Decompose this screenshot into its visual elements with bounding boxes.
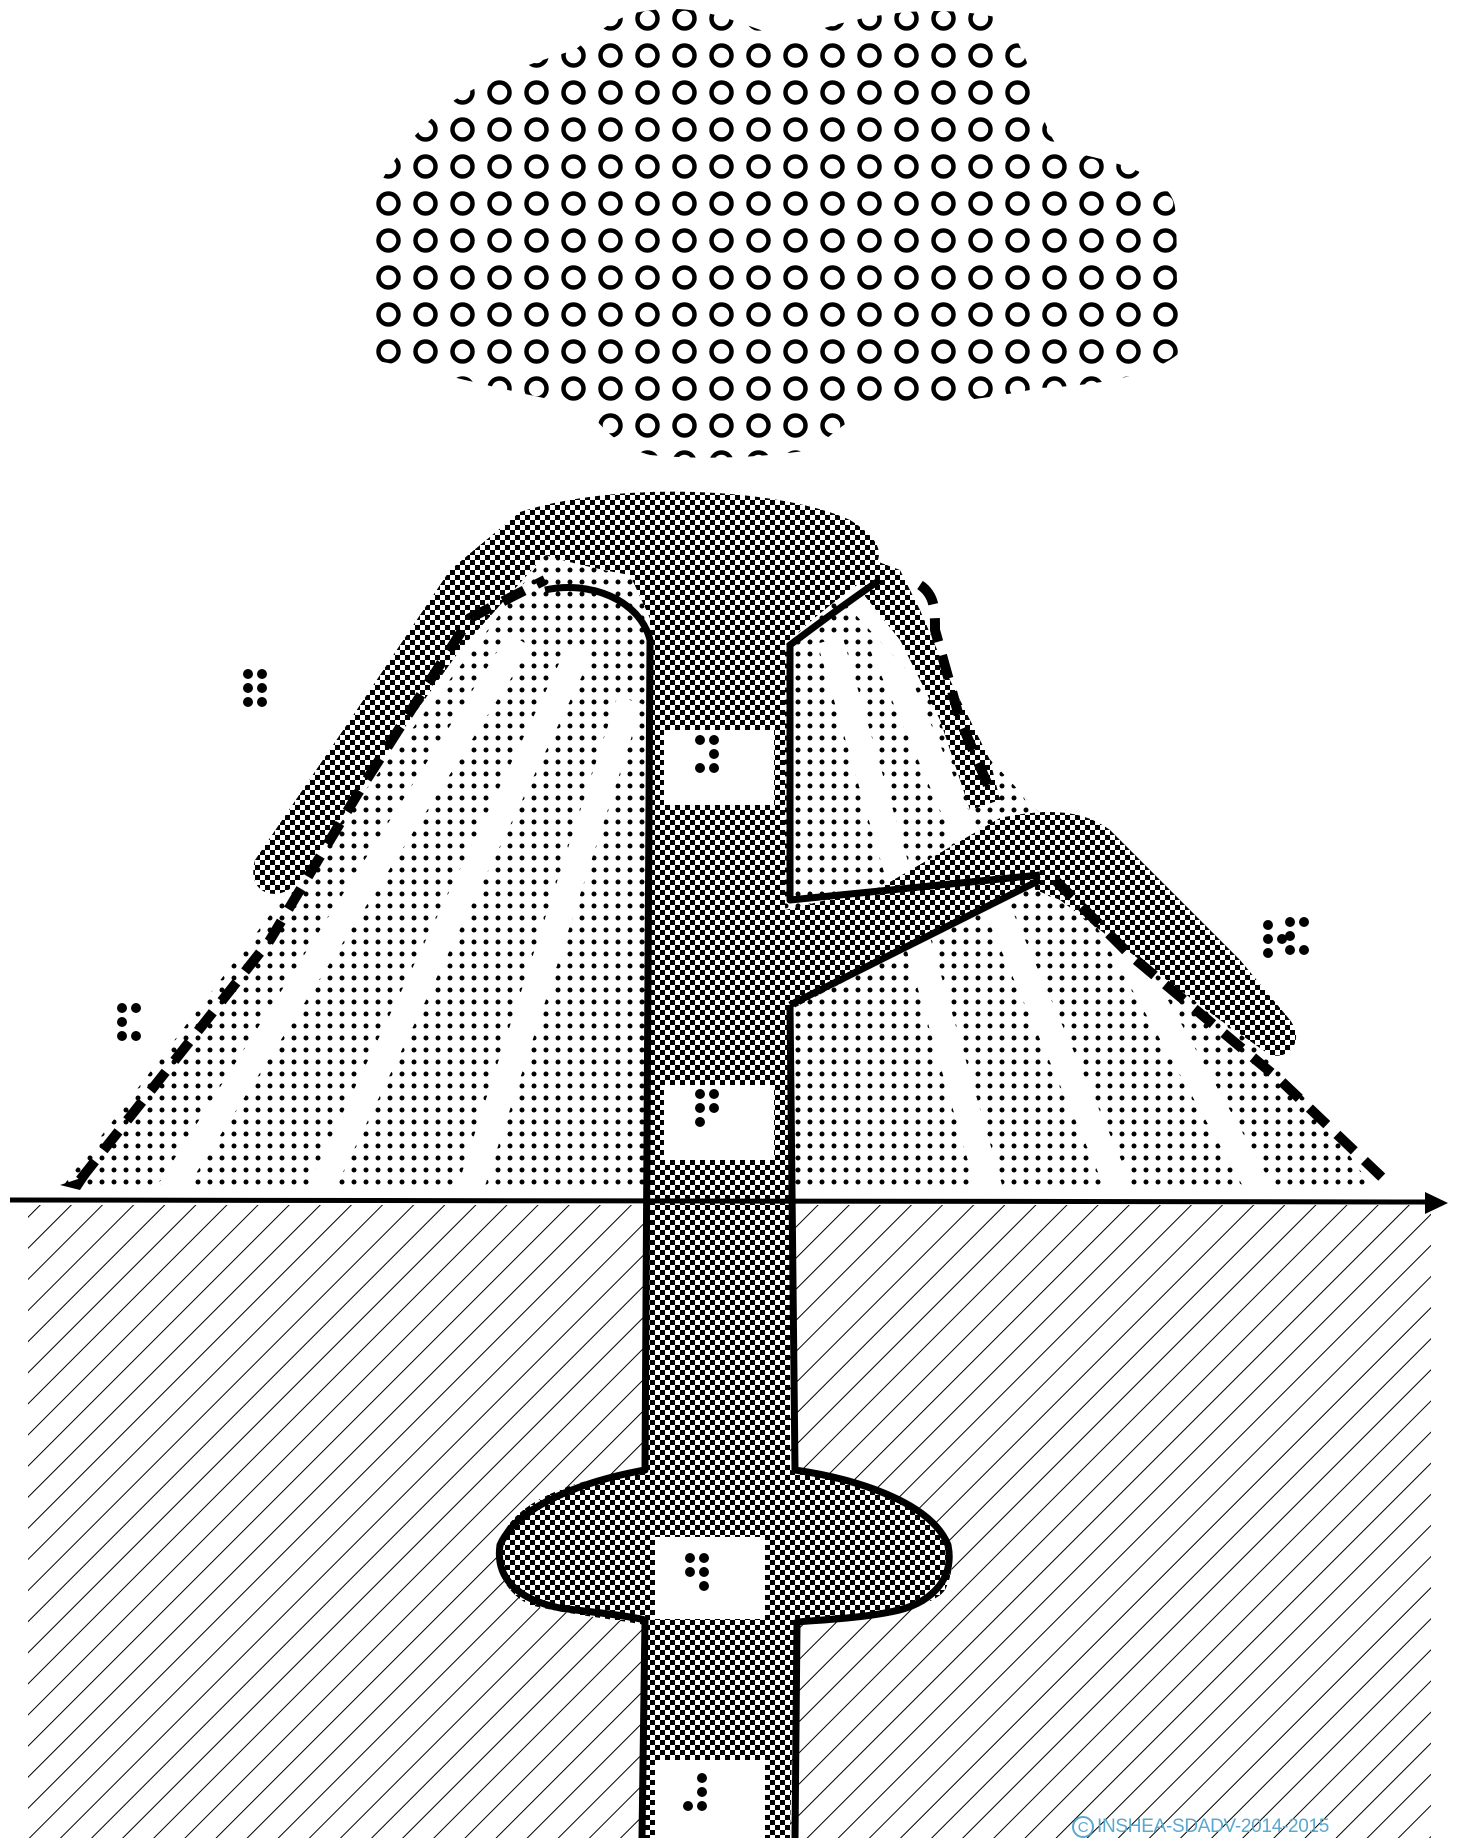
braille-dot bbox=[695, 735, 705, 745]
braille-dot bbox=[695, 763, 705, 773]
braille-dot bbox=[697, 1801, 707, 1811]
braille-dot bbox=[1285, 917, 1295, 927]
braille-dot bbox=[695, 1089, 705, 1099]
braille-dot bbox=[243, 683, 253, 693]
braille-dot bbox=[709, 749, 719, 759]
braille-cell bbox=[117, 1003, 141, 1041]
braille-dot bbox=[695, 1117, 705, 1127]
braille-dot bbox=[697, 1787, 707, 1797]
braille-cell bbox=[695, 735, 719, 773]
braille-dot bbox=[1277, 934, 1287, 944]
braille-dot bbox=[685, 1553, 695, 1563]
braille-cell bbox=[243, 669, 267, 707]
braille-dot bbox=[1299, 945, 1309, 955]
braille-dot bbox=[697, 1773, 707, 1783]
braille-dot bbox=[257, 697, 267, 707]
braille-dot bbox=[1263, 920, 1273, 930]
braille-labels bbox=[117, 669, 1309, 1811]
ground-surface-line bbox=[9, 1175, 1448, 1214]
braille-dot bbox=[699, 1567, 709, 1577]
braille-dot bbox=[1285, 945, 1295, 955]
braille-cell bbox=[683, 1773, 707, 1811]
credit-text: INSHEA-SDADV-2014-2015 bbox=[1097, 1816, 1330, 1837]
braille-cell bbox=[1285, 917, 1309, 955]
braille-dot bbox=[117, 1017, 127, 1027]
copyright-icon: C bbox=[1072, 1816, 1094, 1838]
braille-dot bbox=[243, 669, 253, 679]
magma-conduit bbox=[495, 499, 1042, 1838]
braille-dot bbox=[699, 1581, 709, 1591]
ash-cloud bbox=[364, 8, 1190, 458]
braille-cell bbox=[695, 1089, 719, 1127]
braille-dot bbox=[1285, 931, 1295, 941]
braille-dot bbox=[709, 1103, 719, 1113]
braille-cell bbox=[685, 1553, 709, 1591]
braille-dot bbox=[709, 735, 719, 745]
braille-dot bbox=[257, 669, 267, 679]
braille-dot bbox=[131, 1003, 141, 1013]
braille-dot bbox=[695, 1103, 705, 1113]
braille-dot bbox=[709, 1089, 719, 1099]
braille-dot bbox=[1263, 948, 1273, 958]
volcano-outline-dashed bbox=[76, 575, 1394, 1189]
braille-cell bbox=[1263, 920, 1287, 958]
braille-dot bbox=[117, 1003, 127, 1013]
braille-dot bbox=[699, 1553, 709, 1563]
braille-dot bbox=[117, 1031, 127, 1041]
braille-plates bbox=[655, 730, 774, 1838]
copyright-credit: C INSHEA-SDADV-2014-2015 bbox=[1072, 1816, 1329, 1838]
braille-dot bbox=[683, 1801, 693, 1811]
braille-dot bbox=[709, 763, 719, 773]
braille-dot bbox=[257, 683, 267, 693]
braille-dot bbox=[1299, 917, 1309, 927]
braille-dot bbox=[131, 1031, 141, 1041]
braille-dot bbox=[1263, 934, 1273, 944]
braille-dot bbox=[685, 1567, 695, 1577]
braille-dot bbox=[243, 697, 253, 707]
